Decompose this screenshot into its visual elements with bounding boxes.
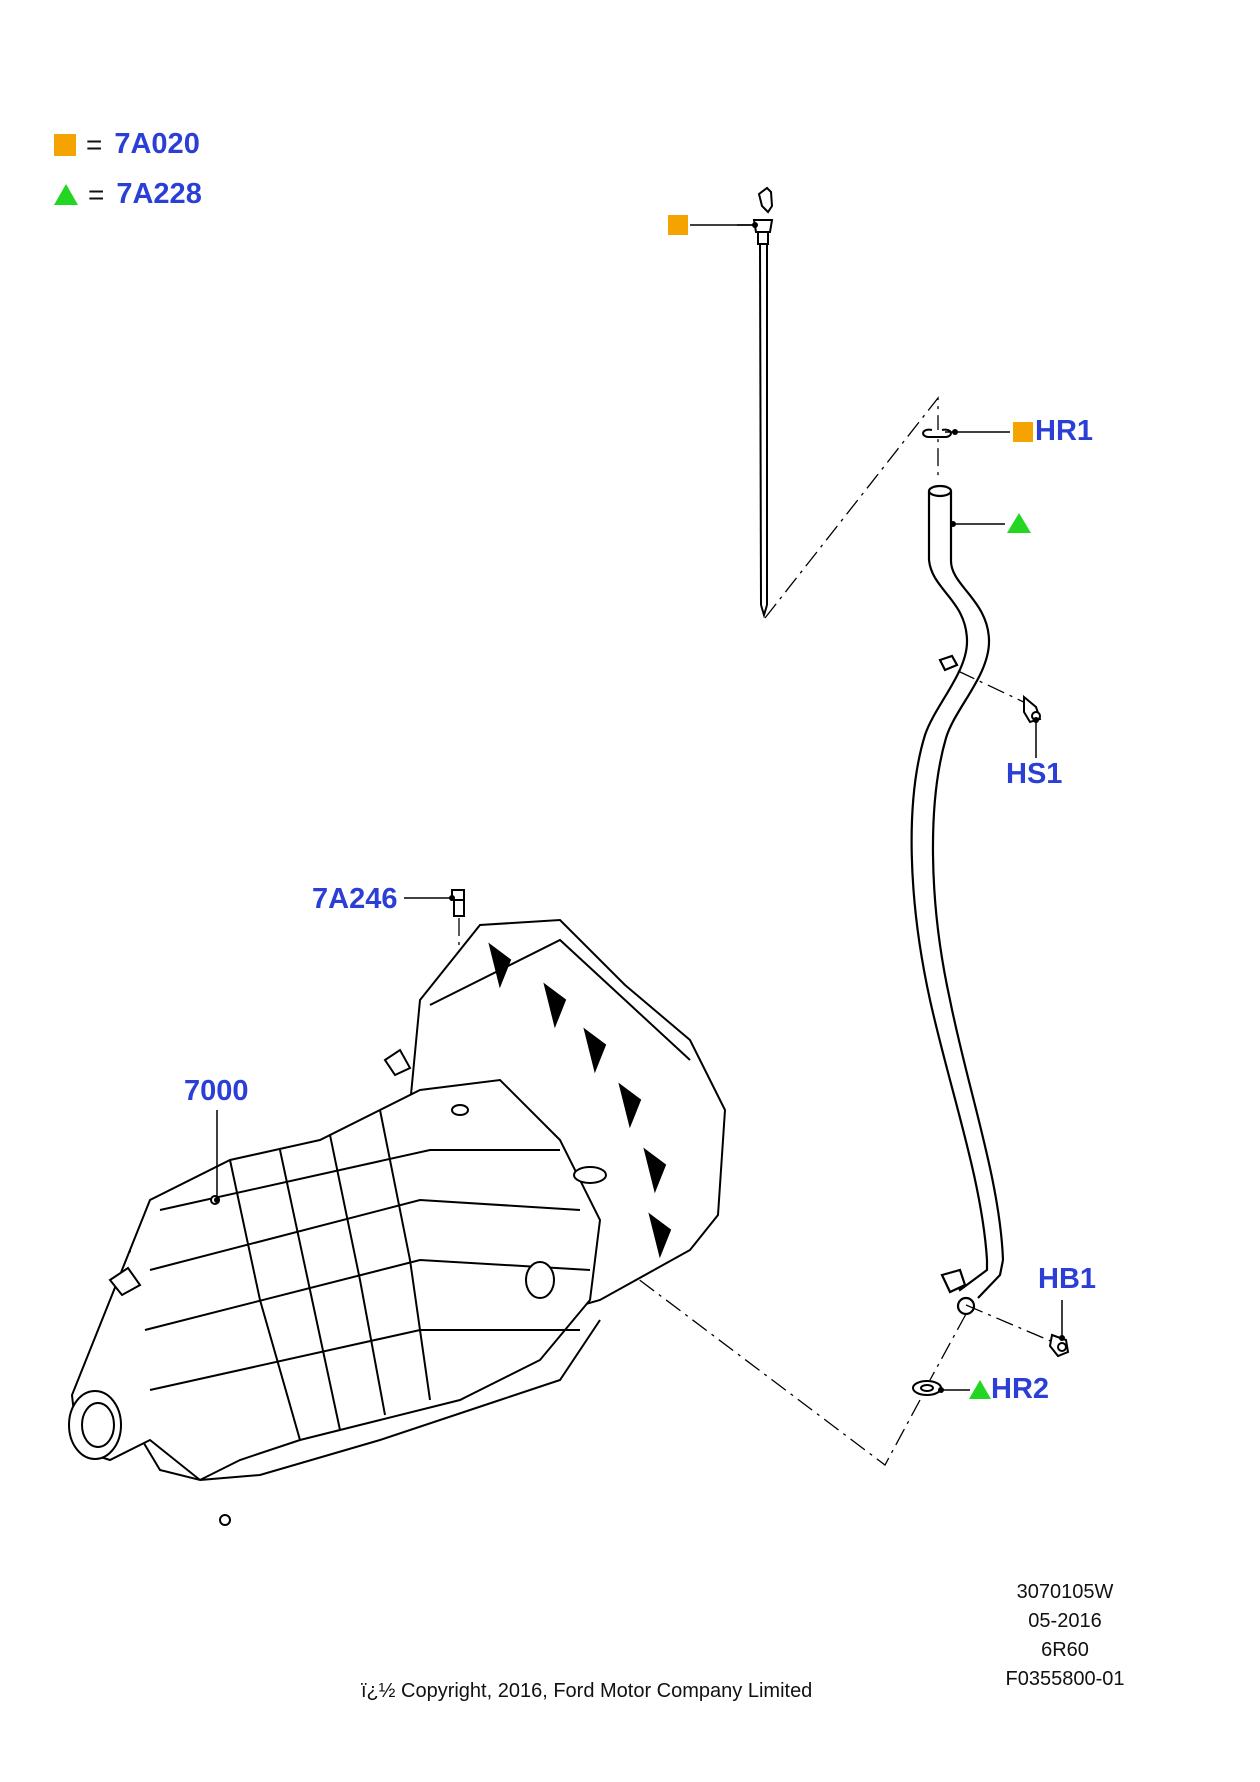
callout-7a246: 7A246 [312,883,398,915]
leader-tube-transmission [559,1219,921,1466]
leader-dipstick-tube [764,396,939,619]
hr2-green-triangle [969,1380,991,1399]
hr1-orange-square [1013,422,1033,442]
orange-square-icon [54,133,76,156]
callout-hb1: HB1 [1038,1263,1097,1295]
dipstick [737,186,774,619]
callout-7000: 7000 [184,1075,249,1107]
hr1-clip [922,428,952,438]
copyright-text: ï¿½ Copyright, 2016, Ford Motor Company … [361,1680,813,1702]
green-triangle-icon [54,184,78,205]
legend-code-7a020: 7A020 [114,128,200,160]
callout-hr2: HR2 [991,1373,1050,1405]
filler-tube [910,484,1005,1316]
transmission-7000 [68,918,727,1526]
tube-green-triangle [1007,513,1031,533]
callout-hr1: HR1 [1035,415,1094,447]
dipstick-orange-square [668,215,688,235]
ref-line-1: 3070105W [1016,1581,1114,1603]
hb1-bolt [1048,1333,1070,1358]
legend-row-7a020: = 7A020 [54,128,200,161]
vent-7a246 [451,889,465,917]
legend-row-7a228: = 7A228 [54,178,202,211]
ref-line-3: 6R60 [1041,1639,1089,1661]
reference-block: 3070105W 05-2016 6R60 F0355800-01 [1000,1578,1130,1694]
legend-equals: = [86,128,103,160]
callout-hs1: HS1 [1006,758,1063,790]
legend-code-7a228: 7A228 [116,178,202,210]
hr2-o-ring [912,1380,942,1396]
legend-equals: = [88,178,105,210]
ref-line-2: 05-2016 [1028,1610,1102,1632]
ref-line-4: F0355800-01 [1005,1668,1125,1690]
